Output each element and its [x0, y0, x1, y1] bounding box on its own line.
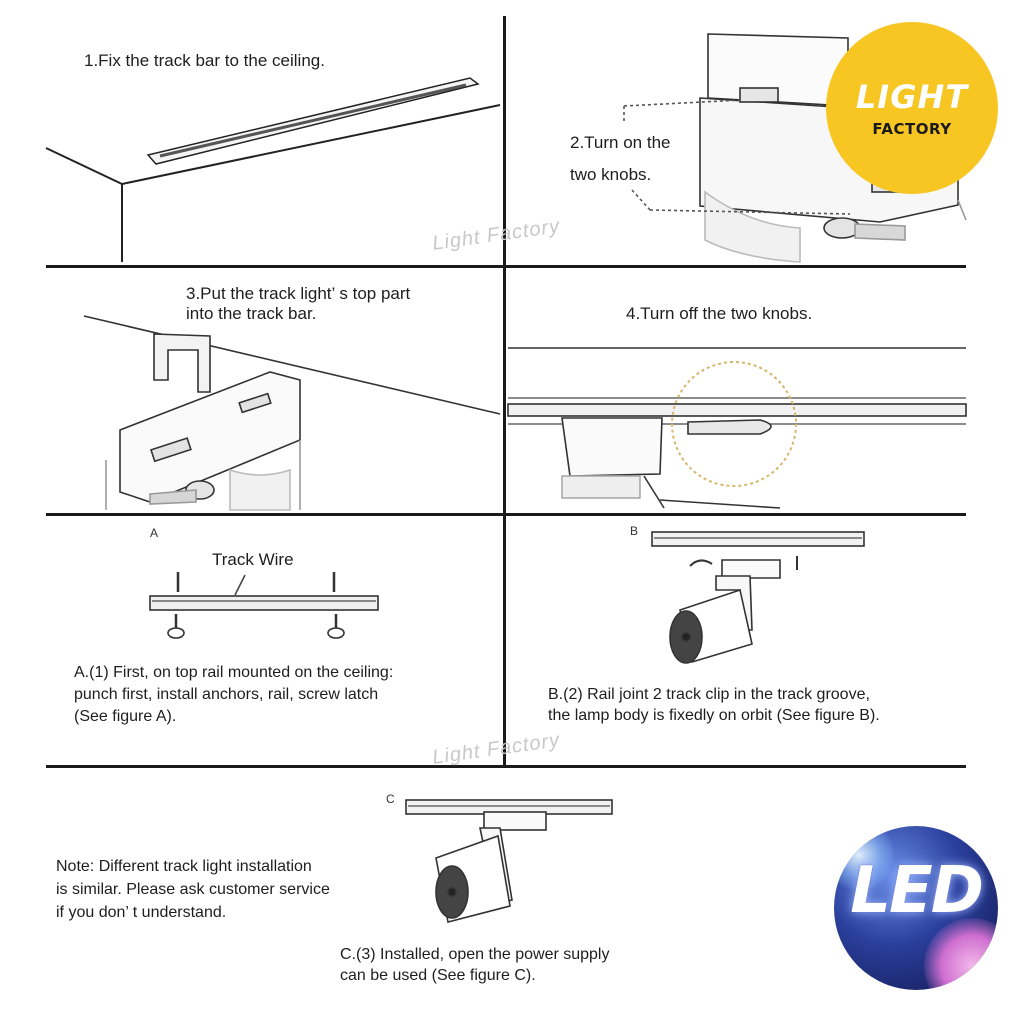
figure-a-title: Track Wire [212, 550, 294, 569]
panel4-knob-off-drawing [507, 347, 967, 509]
note-line1: Note: Different track light installation [56, 858, 312, 875]
figure-b-label: B [630, 524, 639, 538]
panel1-ceiling-drawing [45, 77, 501, 262]
figure-b-drawing [651, 531, 865, 664]
rotate-arrow-icon [689, 559, 713, 567]
figure-a-label: A [150, 526, 159, 540]
figure-a-track-drawing [149, 572, 379, 639]
step4-text: 4.Turn off the two knobs. [626, 304, 813, 323]
figure-c-drawing [405, 799, 613, 923]
step3-line1-text: 3.Put the track light’ s top part [186, 284, 411, 303]
figure-a-desc-line3: (See figure A). [74, 708, 177, 725]
figure-c-desc-line1: C.(3) Installed, open the power supply [340, 946, 610, 963]
grid-line-center [503, 16, 506, 768]
light-factory-badge: LIGHT FACTORY [826, 22, 998, 194]
panel3-track-light-drawing [83, 315, 501, 511]
badge-subtitle: FACTORY [872, 120, 952, 138]
grid-line-row3 [46, 765, 966, 768]
figure-c-label: C [386, 792, 395, 806]
step2-line2-text: two knobs. [570, 165, 652, 184]
step2-line1-text: 2.Turn on the [570, 133, 671, 152]
screw-anchor-icon [167, 572, 345, 639]
led-logo: LED [834, 826, 998, 990]
figure-b-desc-line2: the lamp body is fixedly on orbit (See f… [548, 707, 880, 724]
figure-a-desc-line2: punch first, install anchors, rail, scre… [74, 686, 379, 703]
figure-a-desc-line1: A.(1) First, on top rail mounted on the … [74, 664, 394, 681]
badge-title: LIGHT [855, 78, 969, 116]
led-logo-text: LED [850, 854, 984, 928]
note-line2: is similar. Please ask customer service [56, 881, 330, 898]
figure-c-desc-line2: can be used (See figure C). [340, 967, 536, 984]
figure-b-desc-line1: B.(2) Rail joint 2 track clip in the tra… [548, 686, 870, 703]
note-line3: if you don’ t understand. [56, 904, 227, 921]
grid-line-row2 [46, 513, 966, 516]
grid-line-row1 [46, 265, 966, 268]
step1-text: 1.Fix the track bar to the ceiling. [84, 51, 325, 70]
step3-line2-text: into the track bar. [186, 304, 317, 323]
